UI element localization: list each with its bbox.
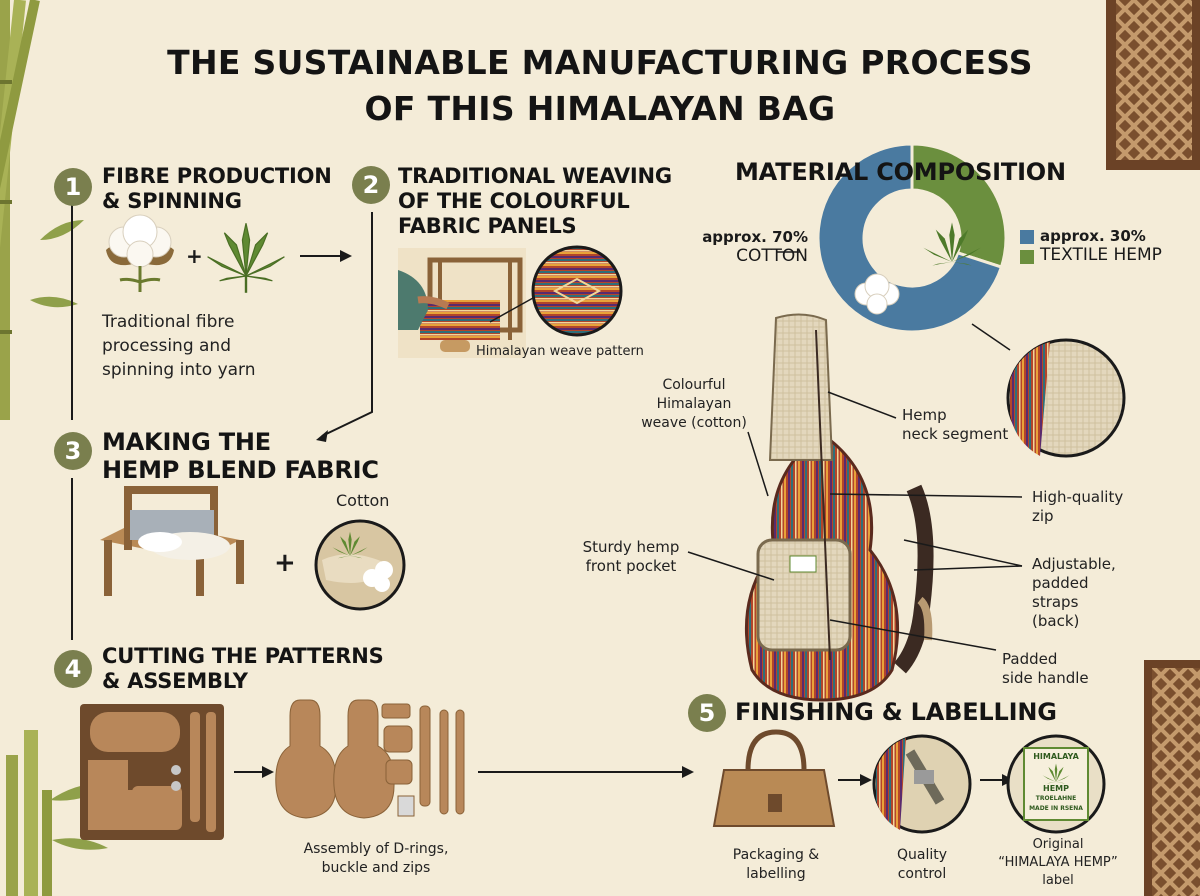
- step-2-caption: Himalayan weave pattern: [476, 344, 644, 359]
- cutting-board-image: [80, 704, 224, 840]
- step-2-badge: 2: [352, 166, 390, 204]
- step-5-item-2-line-2: control: [897, 866, 947, 882]
- callout-pocket: Sturdy hemp front pocket: [566, 538, 696, 576]
- step-5-item-1-line-2: labelling: [746, 866, 806, 882]
- page-title: THE SUSTAINABLE MANUFACTURING PROCESS OF…: [0, 40, 1200, 132]
- step-1-description: Traditional fibre processing and spinnin…: [102, 310, 256, 382]
- cotton-percent-label: approx. 70%: [702, 228, 808, 246]
- step-3-title-line-2: HEMP BLEND FABRIC: [102, 456, 379, 484]
- callout-weave-line-1: Colourful: [662, 377, 726, 393]
- callout-zip: High-quality zip: [1032, 488, 1123, 526]
- hemp-percent-label: approx. 30%: [1040, 227, 1146, 245]
- step-4-title-line-2: & ASSEMBLY: [102, 669, 248, 693]
- step-4-title-line-1: CUTTING THE PATTERNS: [102, 644, 384, 668]
- lattice-frame-top-right: [1106, 0, 1200, 170]
- composition-label-cotton: approx. 70% COTTON: [700, 228, 808, 266]
- step-4-caption-line-1: Assembly of D-rings,: [303, 841, 449, 857]
- step-4-caption: Assembly of D-rings, buckle and zips: [276, 840, 476, 878]
- step-3-title: MAKING THE HEMP BLEND FABRIC: [102, 428, 379, 484]
- step-5-item-3-line-1: Original: [1032, 837, 1084, 852]
- step-1-badge: 1: [54, 168, 92, 206]
- step-1-desc-line-2: processing and: [102, 336, 232, 356]
- weave-pattern-zoom: [489, 245, 623, 337]
- callout-zip-line-1: High-quality: [1032, 488, 1124, 506]
- packaging-bag-image: [712, 729, 836, 827]
- hemp-name-label: TEXTILE HEMP: [1040, 245, 1162, 265]
- hemp-leaf-icon: [206, 221, 286, 294]
- step-3-caption: Cotton: [336, 491, 390, 510]
- step-1-title: FIBRE PRODUCTION & SPINNING: [102, 164, 332, 214]
- label-sub: HEMP: [1043, 784, 1069, 793]
- callout-weave-line-2: Himalayan: [656, 396, 732, 412]
- label-small-2: MADE IN RSENA: [1029, 805, 1083, 812]
- step-5-title: FINISHING & LABELLING: [735, 698, 1057, 726]
- cotton-name-label: COTTON: [736, 246, 808, 266]
- callout-handle-line-1: Padded: [1002, 650, 1058, 668]
- quality-control-zoom: [872, 734, 972, 834]
- guitar-bag-image: [744, 313, 934, 702]
- callout-pocket-line-2: front pocket: [585, 557, 677, 575]
- hemp-label-zoom: [1006, 734, 1106, 834]
- callout-pocket-line-1: Sturdy hemp: [582, 538, 680, 556]
- weaving-loom-image: [398, 248, 526, 358]
- step-1-desc-line-1: Traditional fibre: [102, 312, 235, 332]
- fabric-detail-zoom: [1006, 338, 1126, 458]
- hemp-label-text: HIMALAYA HEMP TROELAHNE MADE IN RSENA: [1028, 752, 1084, 814]
- step-4-title: CUTTING THE PATTERNS & ASSEMBLY: [102, 644, 384, 694]
- step-2-title-line-2: OF THE COLOURFUL: [398, 189, 630, 213]
- step-2-title-line-3: FABRIC PANELS: [398, 214, 577, 238]
- step-5-item-label: Original “HIMALAYA HEMP” label: [996, 836, 1120, 890]
- label-small-1: TROELAHNE: [1035, 795, 1077, 802]
- callout-straps-line-3: straps: [1032, 593, 1079, 611]
- callout-neck-line-1: Hemp: [902, 406, 947, 424]
- plus-sign-step-3: +: [274, 548, 296, 578]
- cotton-boll-icon: [854, 273, 900, 315]
- step-5-item-3-line-3: label: [1042, 873, 1074, 888]
- step-4-badge: 4: [54, 650, 92, 688]
- step-5-item-quality: Quality control: [872, 846, 972, 884]
- legend-swatch-cotton: [1020, 230, 1034, 244]
- callout-straps: Adjustable, padded straps (back): [1032, 555, 1116, 631]
- step-1-title-line-2: & SPINNING: [102, 189, 242, 213]
- label-brand: HIMALAYA: [1033, 752, 1079, 761]
- legend-swatch-hemp: [1020, 250, 1034, 264]
- callout-neck: Hemp neck segment: [902, 406, 1008, 444]
- callout-handle-line-2: side handle: [1002, 669, 1089, 687]
- cotton-boll-icon: [106, 214, 174, 292]
- bamboo-decoration-bottom: [0, 730, 110, 896]
- step-5-item-packaging: Packaging & labelling: [716, 846, 836, 884]
- callout-weave-line-3: weave (cotton): [641, 415, 747, 431]
- callout-straps-line-4: (back): [1032, 612, 1080, 630]
- assembly-pieces-image: [275, 699, 465, 819]
- step-5-item-2-line-1: Quality: [896, 847, 948, 863]
- callout-handle: Padded side handle: [1002, 650, 1089, 688]
- callout-weave: Colourful Himalayan weave (cotton): [624, 376, 764, 433]
- title-line-1: THE SUSTAINABLE MANUFACTURING PROCESS: [167, 43, 1033, 82]
- step-1-desc-line-3: spinning into yarn: [102, 360, 256, 380]
- title-line-2: OF THIS HIMALAYAN BAG: [364, 89, 836, 128]
- plus-sign-step-1: +: [186, 244, 203, 268]
- step-3-title-line-1: MAKING THE: [102, 428, 271, 456]
- step-3-badge: 3: [54, 432, 92, 470]
- composition-title: MATERIAL COMPOSITION: [735, 158, 1066, 186]
- material-composition-donut: [816, 142, 1008, 334]
- callout-neck-line-2: neck segment: [902, 425, 1009, 443]
- composition-label-hemp: approx. 30% TEXTILE HEMP: [1040, 227, 1162, 265]
- step-1-title-line-1: FIBRE PRODUCTION: [102, 164, 332, 188]
- step-5-item-1-line-1: Packaging &: [732, 847, 820, 863]
- callout-zip-line-2: zip: [1032, 507, 1054, 525]
- cotton-fibre-zoom: [314, 519, 406, 611]
- step-2-title-line-1: TRADITIONAL WEAVING: [398, 164, 672, 188]
- step-5-badge: 5: [688, 694, 726, 732]
- bamboo-decoration-left: [0, 0, 84, 420]
- lattice-frame-bottom-right: [1144, 660, 1200, 896]
- hand-loom-image: [100, 486, 244, 596]
- callout-straps-line-2: padded: [1032, 574, 1089, 592]
- donut-slice-hemp: [910, 142, 1008, 269]
- step-5-item-3-line-2: “HIMALAYA HEMP”: [998, 855, 1118, 870]
- step-4-caption-line-2: buckle and zips: [321, 860, 431, 876]
- callout-straps-line-1: Adjustable,: [1032, 555, 1116, 573]
- step-2-title: TRADITIONAL WEAVING OF THE COLOURFUL FAB…: [398, 164, 672, 239]
